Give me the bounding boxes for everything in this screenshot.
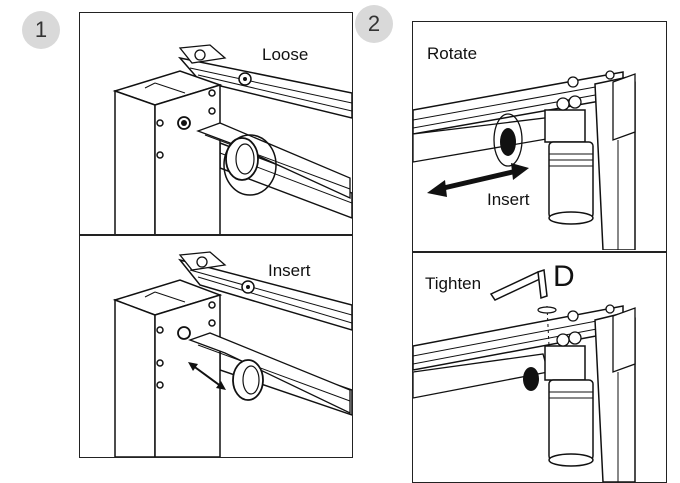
step-2-divider	[413, 251, 666, 253]
step-1-badge: 1	[22, 11, 60, 49]
hex-key-part-letter: D	[553, 260, 575, 293]
rotate-illustration	[413, 70, 636, 250]
tighten-illustration	[413, 268, 636, 482]
rotate-insert-label: Insert	[487, 190, 530, 209]
loose-label: Loose	[262, 45, 309, 64]
step-1-divider	[80, 234, 352, 236]
tighten-label: Tighten	[425, 274, 482, 293]
loose-illustration	[112, 44, 352, 235]
step-2-panel: Rotate Insert Tighten D	[412, 21, 667, 483]
step-1-panel: Loose Insert	[79, 12, 353, 458]
step-2-badge: 2	[355, 5, 393, 43]
insert-label: Insert	[268, 261, 311, 280]
insert-illustration	[112, 251, 352, 457]
rotate-label: Rotate	[427, 44, 478, 63]
